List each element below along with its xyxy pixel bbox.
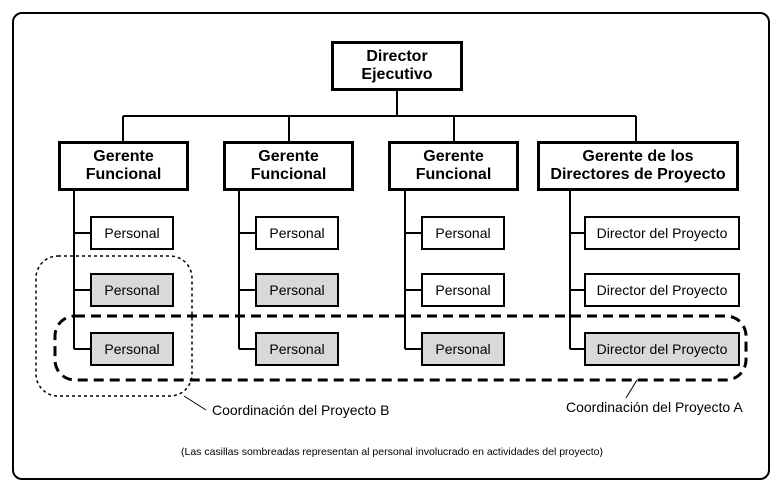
staff-box: Personal — [90, 273, 174, 307]
staff-box: Personal — [90, 216, 174, 250]
staff-box: Personal — [421, 332, 505, 366]
staff-label: Personal — [269, 282, 325, 298]
project-director-box: Director del Proyecto — [584, 216, 740, 250]
project-a-caption: Coordinación del Proyecto A — [566, 399, 743, 415]
staff-label: Director del Proyecto — [596, 225, 728, 241]
manager-box-3: Gerente Funcional — [388, 141, 519, 191]
staff-label: Personal — [435, 225, 491, 241]
manager-box-2: Gerente Funcional — [223, 141, 354, 191]
manager-label: Gerente de los Directores de Proyecto — [550, 148, 726, 183]
staff-label: Personal — [104, 225, 160, 241]
staff-label: Personal — [435, 341, 491, 357]
manager-box-4: Gerente de los Directores de Proyecto — [537, 141, 739, 191]
manager-label: Gerente Funcional — [250, 148, 327, 183]
project-director-box: Director del Proyecto — [584, 273, 740, 307]
project-b-outline — [35, 255, 193, 397]
director-label: Director Ejecutivo — [361, 48, 433, 83]
staff-box: Personal — [255, 273, 339, 307]
staff-box: Personal — [421, 273, 505, 307]
staff-label: Personal — [269, 225, 325, 241]
staff-label: Personal — [104, 341, 160, 357]
staff-box: Personal — [90, 332, 174, 366]
manager-box-1: Gerente Funcional — [58, 141, 189, 191]
manager-label: Gerente Funcional — [415, 148, 492, 183]
project-b-leader — [183, 395, 207, 411]
staff-box: Personal — [255, 216, 339, 250]
staff-label: Personal — [269, 341, 325, 357]
staff-label: Personal — [435, 282, 491, 298]
staff-box: Personal — [255, 332, 339, 366]
director-box: Director Ejecutivo — [331, 41, 463, 91]
project-b-caption: Coordinación del Proyecto B — [212, 402, 390, 418]
staff-label: Director del Proyecto — [596, 341, 728, 357]
footnote: (Las casillas sombreadas representan al … — [181, 446, 603, 458]
project-director-box: Director del Proyecto — [584, 332, 740, 366]
manager-label: Gerente Funcional — [85, 148, 162, 183]
staff-box: Personal — [421, 216, 505, 250]
project-a-leader — [625, 379, 638, 399]
staff-label: Director del Proyecto — [596, 282, 728, 298]
project-a-outline — [53, 314, 748, 382]
staff-label: Personal — [104, 282, 160, 298]
diagram-frame — [12, 12, 770, 480]
